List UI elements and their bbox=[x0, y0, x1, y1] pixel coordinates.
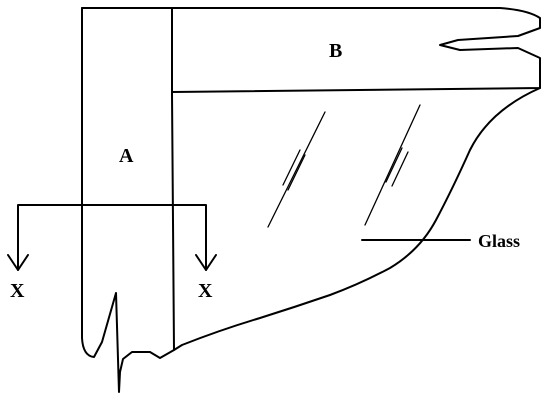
glass-pane-edge bbox=[173, 87, 541, 351]
member-a-outline bbox=[81, 7, 175, 393]
label-section-x-left: X bbox=[10, 280, 25, 302]
member-b-outline bbox=[81, 7, 541, 93]
label-section-x-right: X bbox=[198, 280, 213, 302]
label-member-a: A bbox=[119, 145, 134, 167]
label-member-b: B bbox=[329, 40, 342, 62]
label-glass: Glass bbox=[478, 231, 520, 251]
section-line-x-x bbox=[7, 204, 217, 271]
glass-reflection-marks bbox=[267, 104, 421, 228]
